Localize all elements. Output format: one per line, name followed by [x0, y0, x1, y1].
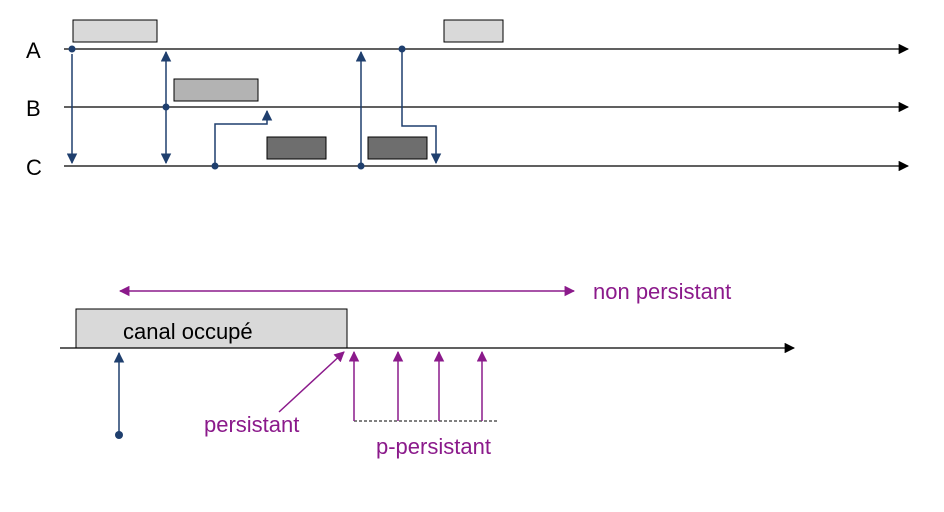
signal-dot: [162, 103, 170, 111]
signal-c-b: [214, 109, 273, 166]
signal-dot: [357, 162, 365, 170]
persistent-label: persistant: [204, 412, 299, 437]
non-persistent-label: non persistant: [593, 279, 731, 304]
busy-channel-label: canal occupé: [123, 319, 253, 344]
station-label-b: B: [26, 96, 41, 121]
persistent-arrow: [278, 351, 345, 413]
signal-a-c-2: [401, 49, 442, 165]
station-label-c: C: [26, 155, 42, 180]
frame-a-1: [72, 19, 158, 43]
frame-c-2: [367, 136, 428, 160]
persistence-diagram: canal occupé non persistant persistant p…: [60, 279, 796, 459]
frame-a-2: [443, 19, 504, 43]
frame-c-1: [266, 136, 327, 160]
signal-dot: [68, 45, 76, 53]
p-persistent-label: p-persistant: [376, 434, 491, 459]
frame-b-1: [173, 78, 259, 102]
arrival-dot: [115, 431, 123, 439]
station-label-a: A: [26, 38, 41, 63]
station-timelines: A B C: [26, 19, 910, 180]
busy-channel-box: [75, 308, 348, 349]
